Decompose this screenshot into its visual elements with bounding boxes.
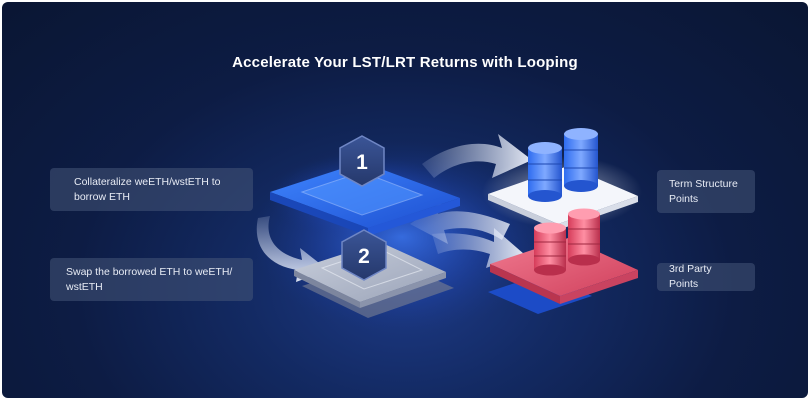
coin-stack-blue-left <box>528 142 562 202</box>
step-2-label-box: Swap the borrowed ETH to weETH/ wstETH <box>50 258 253 301</box>
coin-stack-red-right <box>568 208 600 266</box>
arrow-to-3rd-party-points <box>432 228 524 268</box>
step-1-label-box: Collateralize weETH/wstETH to borrow ETH <box>50 168 253 211</box>
step-2-label: Swap the borrowed ETH to weETH/ wstETH <box>66 265 233 293</box>
third-party-points-box: 3rd Party Points <box>657 263 755 291</box>
term-structure-points-box: Term Structure Points <box>657 170 755 213</box>
step-1-label: Collateralize weETH/wstETH to borrow ETH <box>74 175 221 203</box>
step-1-badge: 1 <box>339 135 385 187</box>
platform-3rd-party <box>488 238 638 314</box>
coin-stack-blue-right <box>564 128 598 192</box>
third-party-points-label: 3rd Party Points <box>669 263 712 290</box>
step-2-number: 2 <box>358 245 370 268</box>
diagram-title: Accelerate Your LST/LRT Returns with Loo… <box>232 54 578 71</box>
step-2-badge: 2 <box>341 229 387 281</box>
coin-stack-red-left <box>534 222 566 276</box>
step-1-number: 1 <box>356 151 368 174</box>
term-structure-points-label: Term Structure Points <box>669 177 738 205</box>
platform-step-1 <box>267 155 460 239</box>
